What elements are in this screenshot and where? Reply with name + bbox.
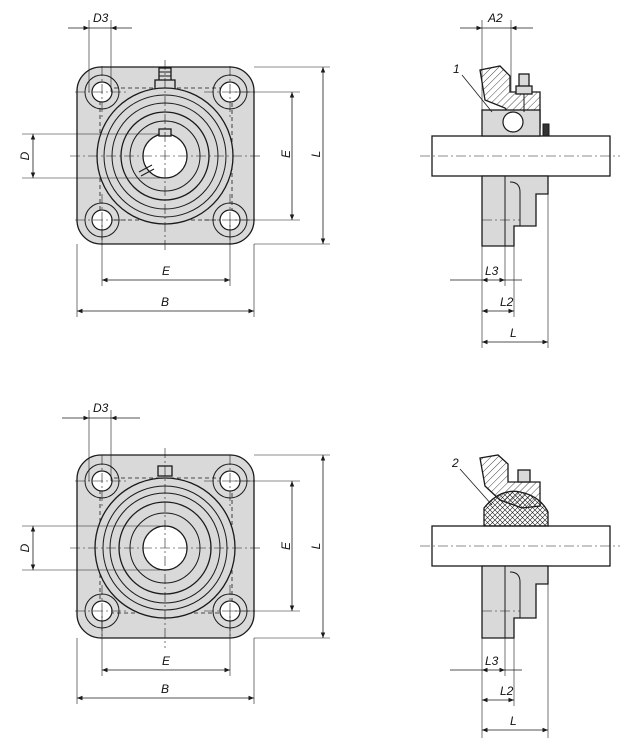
label-l-vertical-2: L: [309, 543, 323, 550]
label-a2: A2: [487, 11, 503, 25]
dimensions-front-bottom: [22, 410, 330, 704]
label-e-vertical: E: [279, 149, 293, 158]
label-d3-2: D3: [93, 401, 109, 415]
label-d-2: D: [18, 543, 32, 552]
label-d: D: [18, 151, 32, 160]
label-l3-2: L3: [485, 654, 499, 668]
label-d3: D3: [93, 11, 109, 25]
label-e-horizontal: E: [162, 264, 171, 278]
label-item-1: 1: [453, 62, 460, 76]
side-view-top: 1 A2 L3 L2 L: [420, 11, 620, 348]
label-l-side: L: [510, 326, 517, 340]
leader-1: [461, 74, 493, 113]
label-e-vertical-2: E: [279, 541, 293, 550]
bearing-ball: [502, 111, 524, 133]
front-view-bottom: D3 D E L E B: [18, 401, 330, 704]
label-item-2: 2: [451, 456, 459, 470]
seal-insert-section: [483, 490, 549, 527]
label-b-2: B: [161, 682, 169, 696]
housing-body-lower-2: [481, 565, 549, 639]
label-e-horizontal-2: E: [162, 654, 171, 668]
housing-body-lower: [481, 175, 549, 247]
label-l-vertical: L: [309, 151, 323, 158]
grease-nipple-side: [515, 73, 533, 112]
dimensions-front-top: [22, 20, 330, 317]
leader-2: [459, 468, 493, 506]
label-l2: L2: [500, 295, 514, 309]
front-view-top: D3 D E L E B: [18, 11, 330, 317]
label-l2-2: L2: [500, 684, 514, 698]
set-screw-side: [517, 469, 531, 483]
label-l-side-2: L: [510, 714, 517, 728]
label-l3: L3: [485, 264, 499, 278]
label-b: B: [161, 295, 169, 309]
side-view-bottom: 2 L3 L2 L: [420, 454, 620, 738]
